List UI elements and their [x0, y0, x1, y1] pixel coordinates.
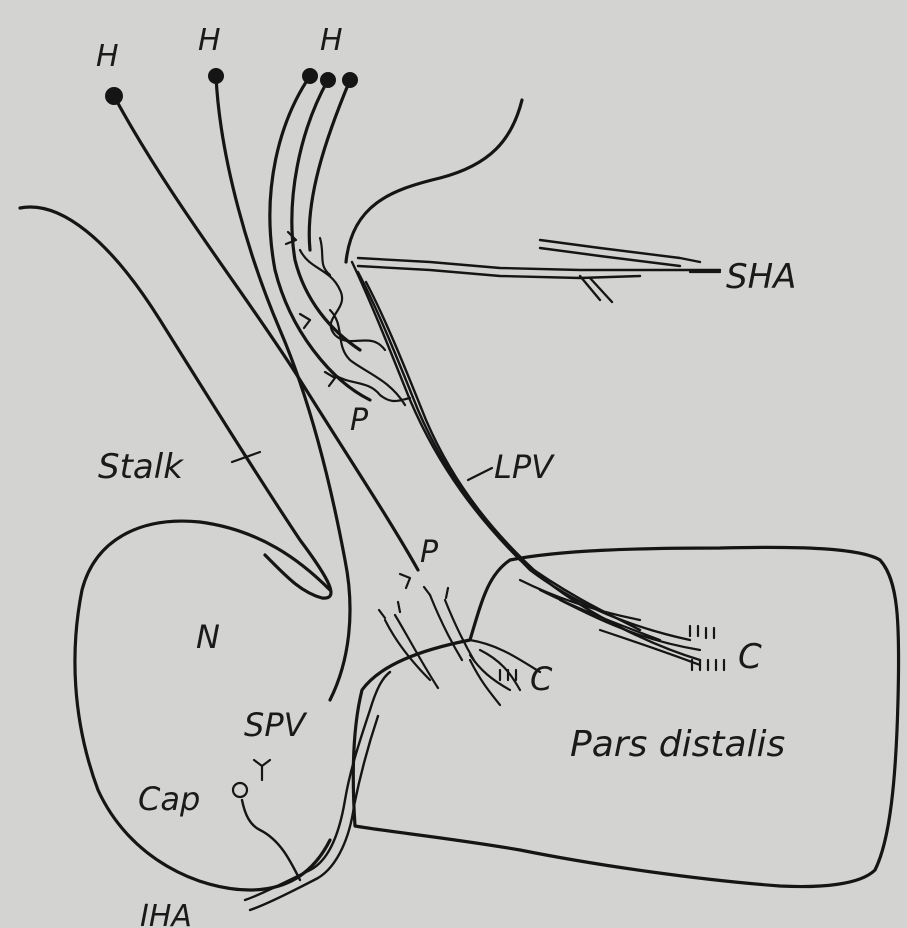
label-n: N — [196, 618, 220, 656]
primary-plexus-upper — [300, 238, 410, 405]
label-lpv: LPV — [494, 448, 555, 486]
iha-branch — [242, 800, 300, 880]
label-h3: H — [320, 23, 343, 58]
label-pars-distalis: Pars distalis — [570, 724, 785, 765]
axon-h2 — [216, 76, 350, 700]
axon-h3b — [292, 80, 360, 350]
label-iha: IHA — [140, 899, 192, 928]
capillary-loop — [233, 783, 247, 797]
primary-plexus-lower — [385, 595, 510, 705]
spv-ending — [254, 760, 270, 780]
label-c-right: C — [738, 637, 762, 677]
label-spv: SPV — [244, 706, 308, 744]
label-p-upper: P — [350, 403, 369, 438]
pars-distalis-lobe — [353, 547, 898, 886]
label-cap: Cap — [138, 780, 200, 818]
label-stalk: Stalk — [98, 447, 184, 487]
label-h1: H — [96, 39, 119, 74]
label-p-lower: P — [420, 535, 439, 570]
lpv-leader — [468, 468, 492, 480]
label-c-mid: C — [530, 660, 553, 698]
label-h2: H — [198, 23, 221, 58]
stalk-leader — [232, 452, 260, 462]
axon-h1 — [114, 96, 418, 570]
label-sha: SHA — [726, 257, 796, 297]
stalk-outer-wall — [20, 207, 331, 598]
infundibulum-upper-contour — [346, 100, 522, 262]
